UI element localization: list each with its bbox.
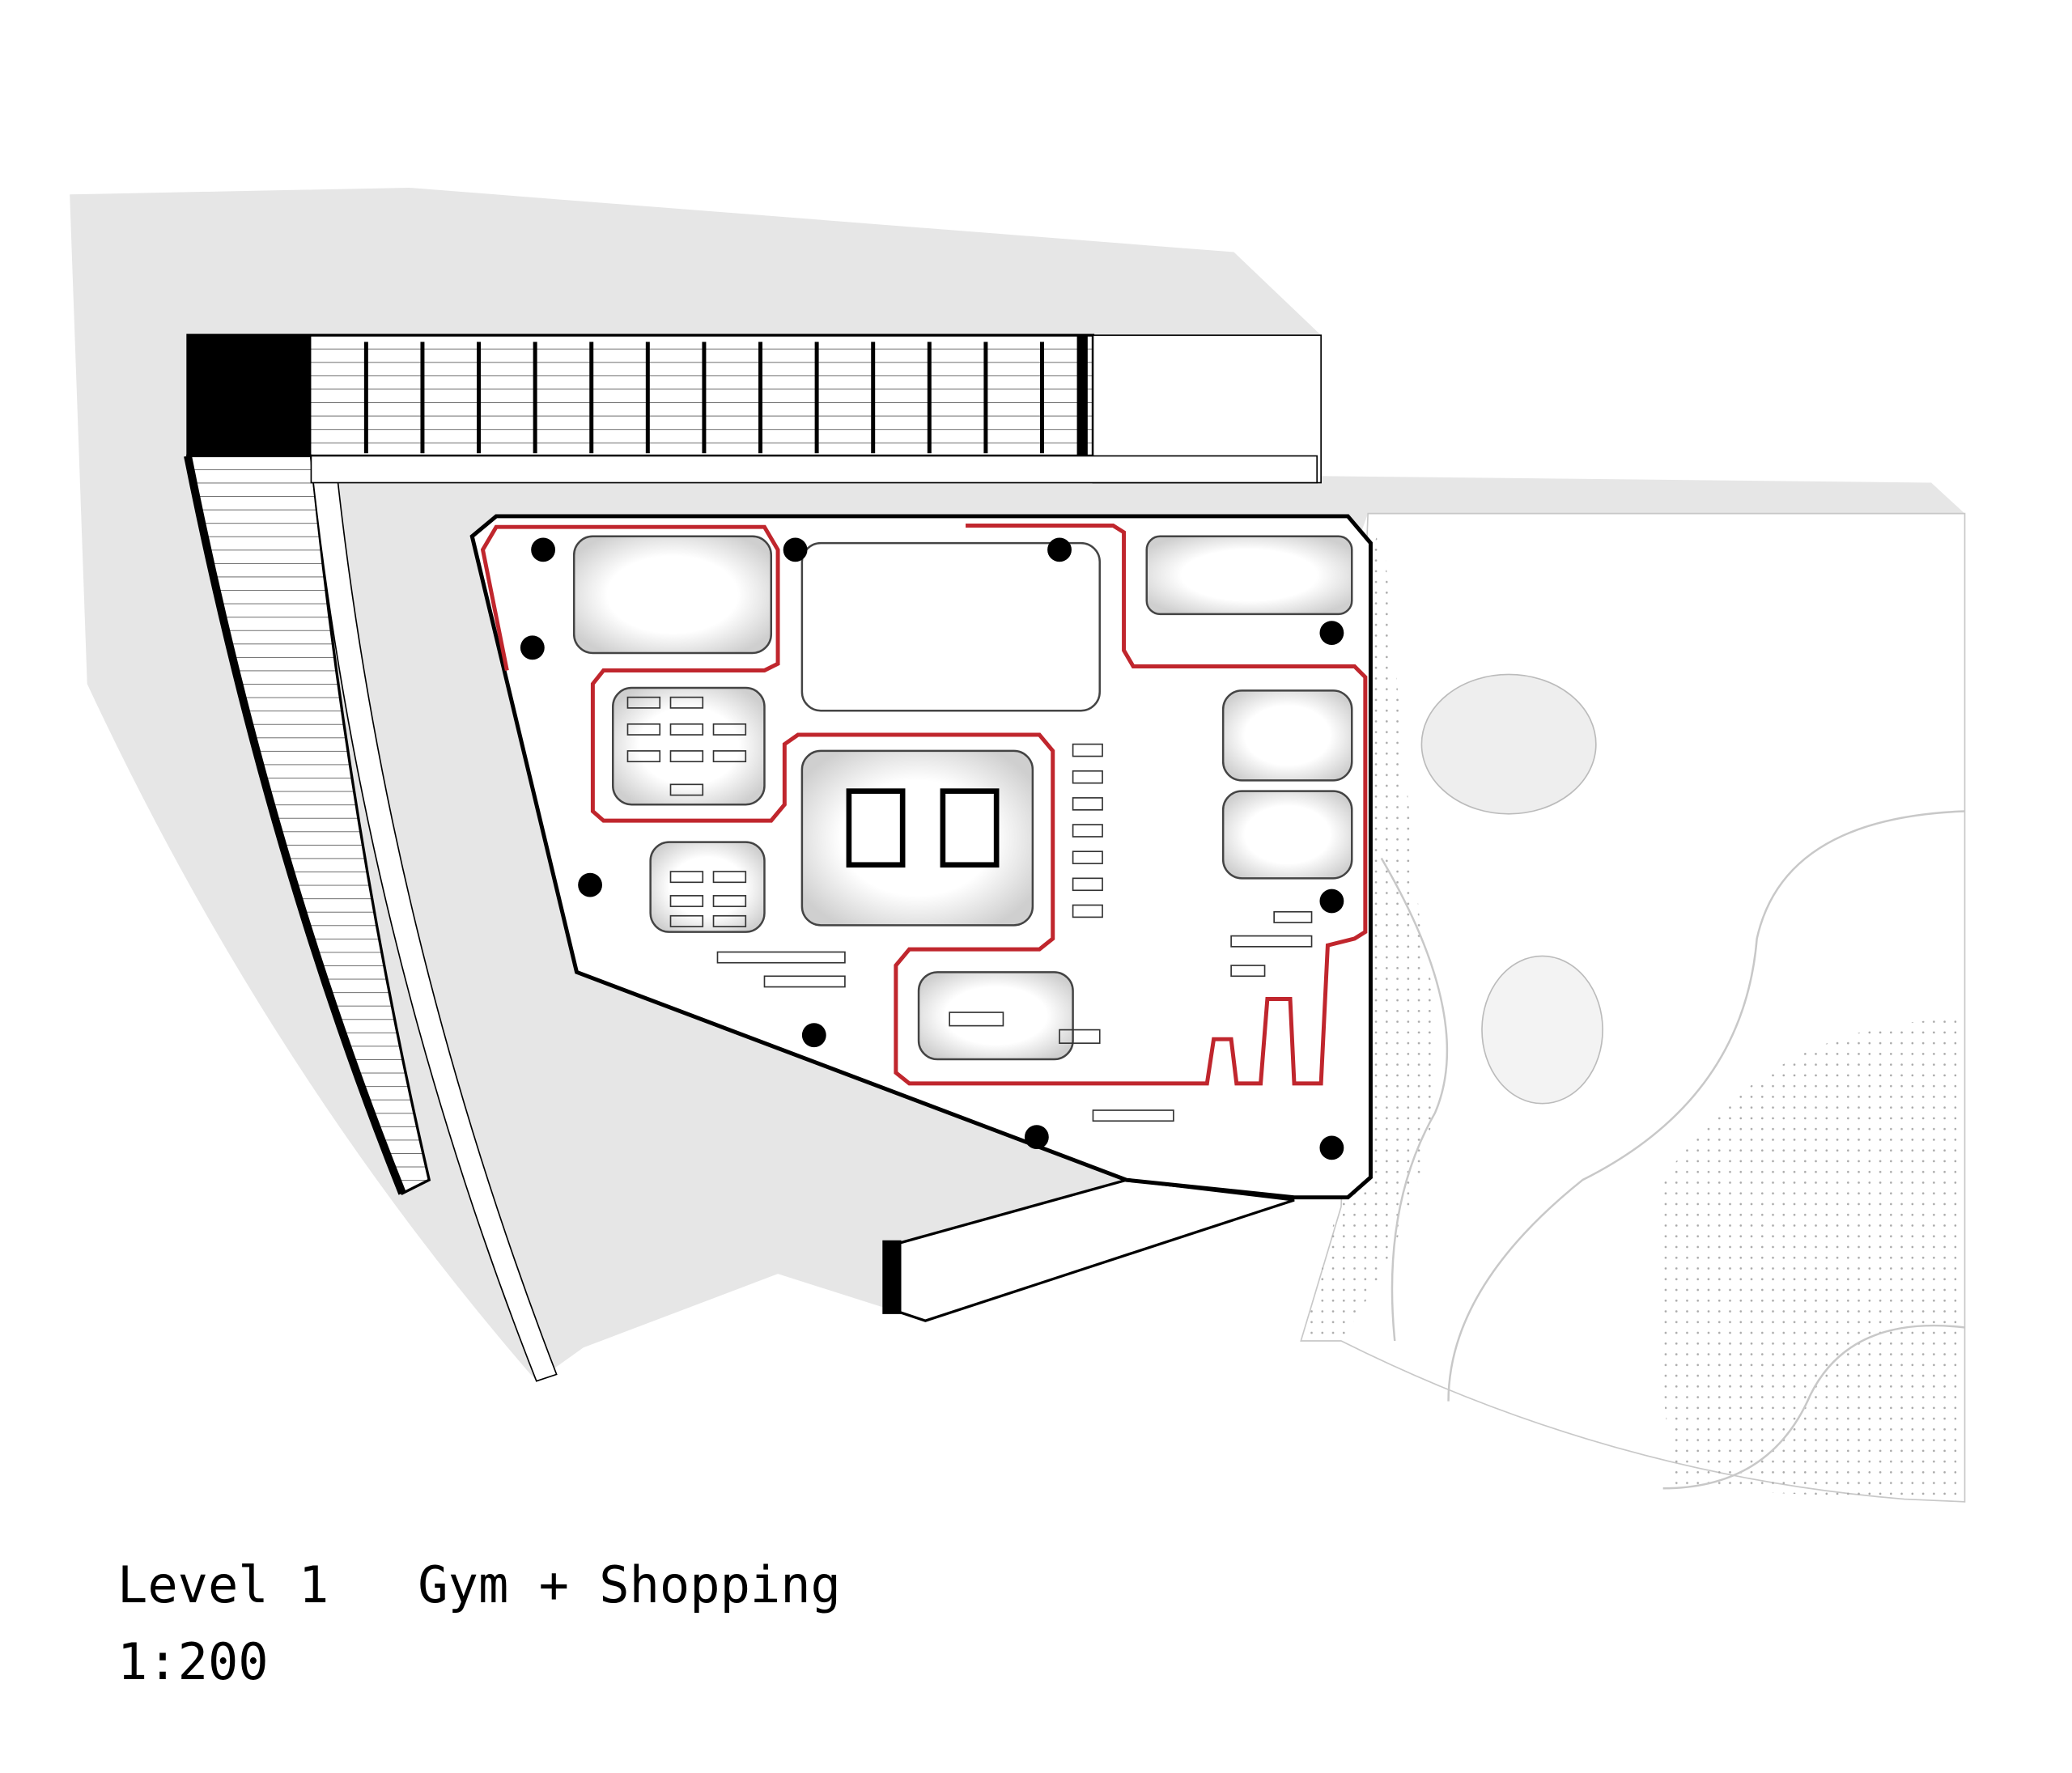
room-spin-studio (572, 535, 773, 655)
column (1047, 537, 1072, 562)
top-walkway (310, 455, 1318, 484)
path-curve-3 (1380, 857, 1449, 1342)
planting-dotted-2 (1658, 1019, 1965, 1502)
room-changing-2 (1221, 790, 1353, 880)
room-toilets (1145, 535, 1353, 616)
drawing-title: Level 1 Gym + Shopping (117, 1555, 841, 1614)
room-changing-1 (1221, 689, 1353, 782)
parking-curved-edge (184, 455, 406, 1195)
parking-top (186, 333, 1095, 458)
elevator-1 (846, 788, 906, 868)
column (1319, 621, 1344, 646)
room-classroom-2 (649, 841, 766, 933)
circulation-route (480, 524, 1368, 1086)
column (801, 1023, 826, 1048)
planter-oval-2 (1481, 955, 1603, 1105)
path-curve-2 (1662, 1324, 1965, 1490)
column (531, 537, 555, 562)
core-block-black (187, 335, 312, 456)
scale-label: 1:200 (117, 1632, 269, 1691)
ramp-strip (310, 460, 558, 1382)
columns (520, 537, 1344, 1160)
path-curve-1 (1447, 810, 1965, 1402)
column (783, 537, 808, 562)
furniture (626, 696, 1313, 1122)
planter-oval-1 (1420, 673, 1597, 815)
column (520, 635, 545, 660)
room-classroom-1 (612, 686, 766, 806)
parking-dividers (363, 335, 1088, 456)
elevator-2 (940, 788, 1000, 868)
program-label: Gym + Shopping (418, 1555, 841, 1614)
column (578, 872, 602, 897)
room-gym-floor (800, 541, 1101, 712)
column (1319, 889, 1344, 914)
column (1024, 1125, 1049, 1150)
level-label: Level 1 (117, 1555, 329, 1614)
stair-black (882, 1240, 902, 1314)
room-reception (917, 971, 1074, 1061)
column (1319, 1135, 1344, 1160)
